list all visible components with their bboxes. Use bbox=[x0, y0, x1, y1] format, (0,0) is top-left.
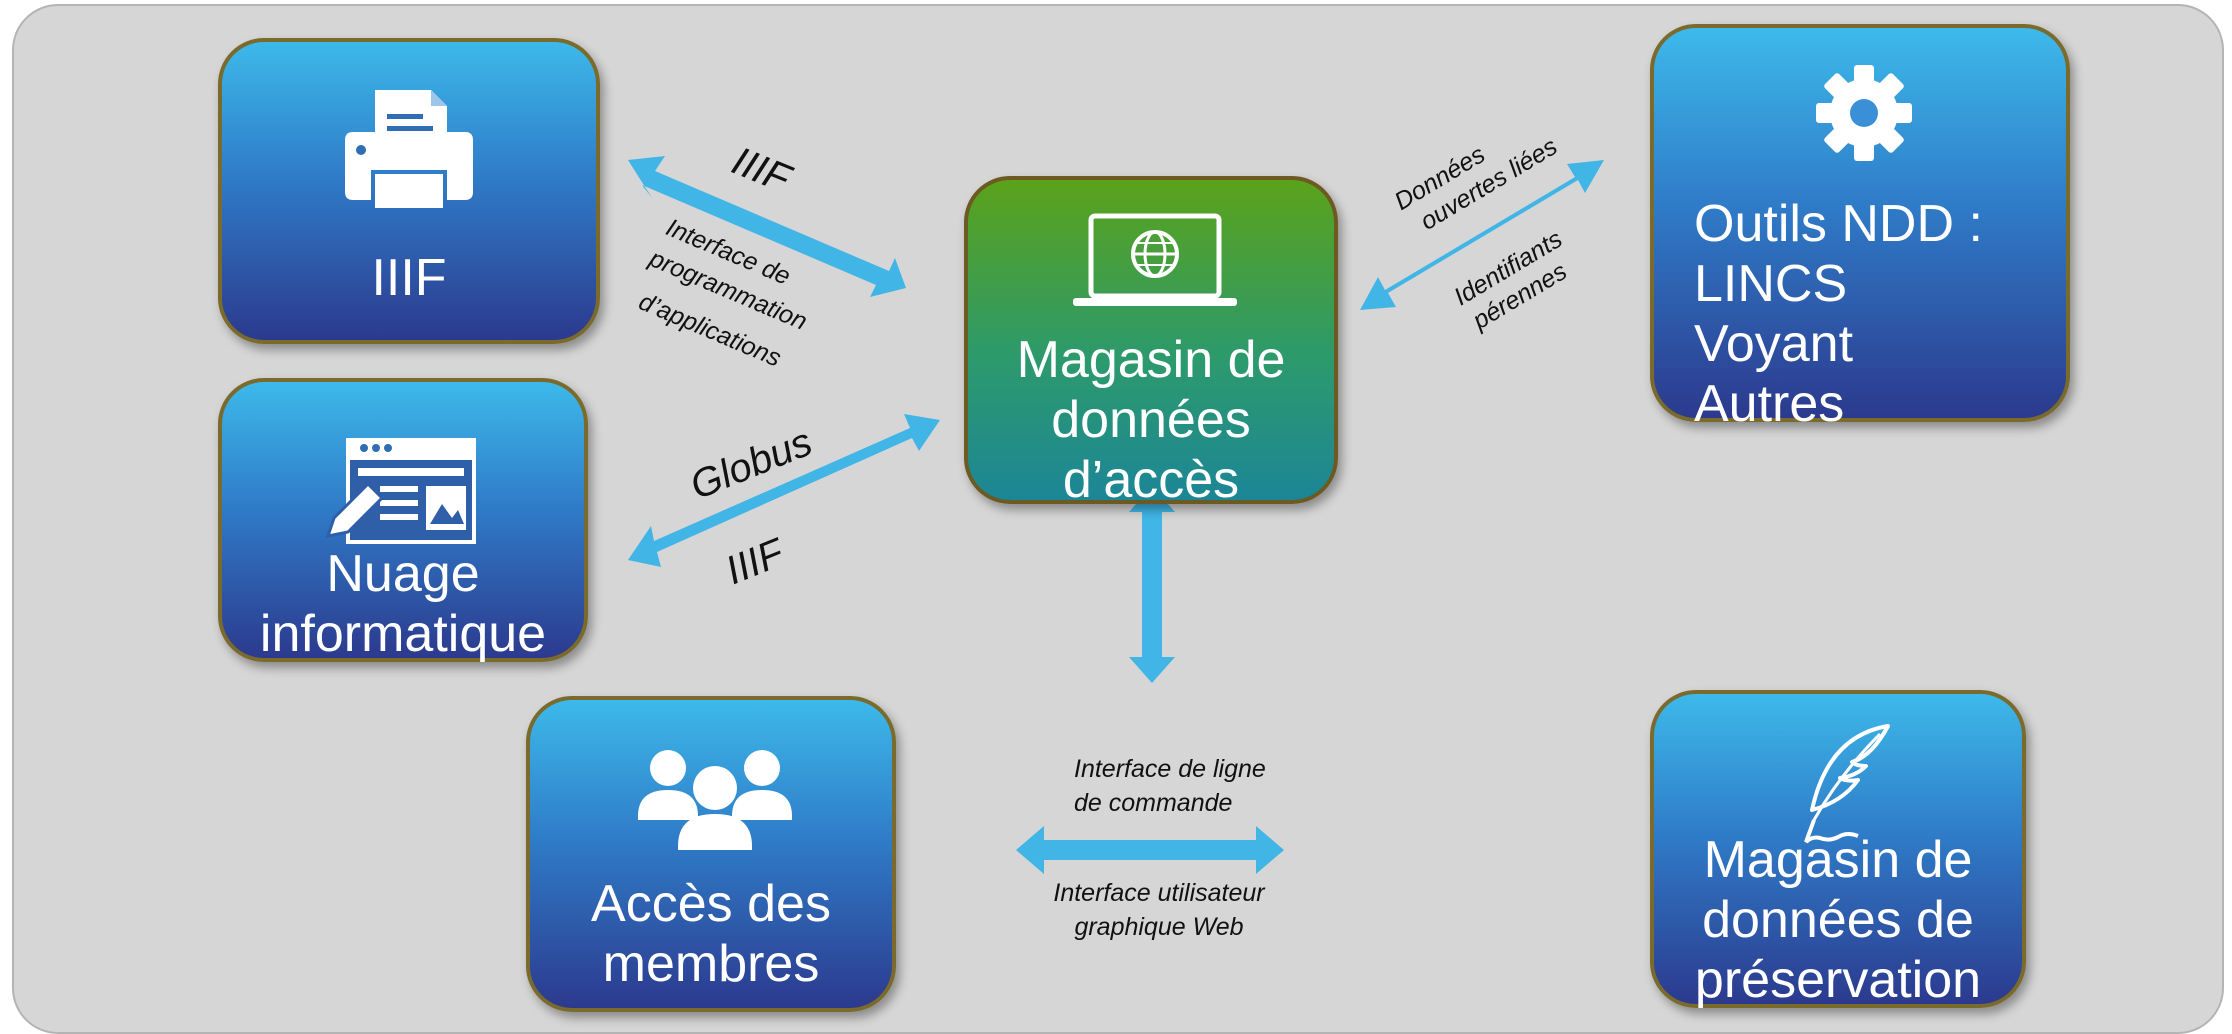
ndd-tools-label: Outils NDD : LINCS Voyant Autres bbox=[1694, 195, 1983, 433]
users-icon bbox=[638, 750, 792, 850]
laptop-globe-icon bbox=[1073, 213, 1237, 306]
iiif-box-label: IIIF bbox=[371, 249, 447, 307]
access-store-box[interactable]: Magasin de données d’accès bbox=[964, 176, 1338, 509]
members-label: Accès des membres bbox=[591, 875, 831, 993]
label-gui: Interface utilisateur graphique Web bbox=[1053, 879, 1265, 941]
arrow-access-vertical bbox=[1129, 486, 1175, 683]
ndd-tools-box[interactable]: Outils NDD : LINCS Voyant Autres bbox=[1650, 24, 2070, 433]
gear-icon bbox=[1816, 65, 1912, 161]
cloud-box-label: Nuage informatique bbox=[259, 545, 547, 663]
arrow-horizontal-interfaces bbox=[1016, 826, 1284, 874]
cloud-box[interactable]: Nuage informatique bbox=[218, 378, 588, 663]
arrow-access-ndd bbox=[1360, 160, 1604, 310]
iiif-box[interactable]: IIIF bbox=[218, 38, 600, 344]
feather-quill-icon bbox=[1804, 724, 1890, 844]
arrow-iiif-access bbox=[628, 156, 906, 297]
label-cli: Interface de ligne de commande bbox=[1074, 755, 1266, 817]
members-box[interactable]: Accès des membres bbox=[526, 696, 896, 1012]
printer-icon bbox=[345, 90, 473, 208]
arrow-cloud-access bbox=[628, 414, 940, 567]
web-editor-icon bbox=[325, 438, 476, 544]
preservation-store-box[interactable]: Magasin de données de préservation bbox=[1650, 690, 2026, 1009]
preservation-store-label: Magasin de données de préservation bbox=[1694, 831, 1982, 1009]
access-store-label: Magasin de données d’accès bbox=[1016, 331, 1286, 509]
